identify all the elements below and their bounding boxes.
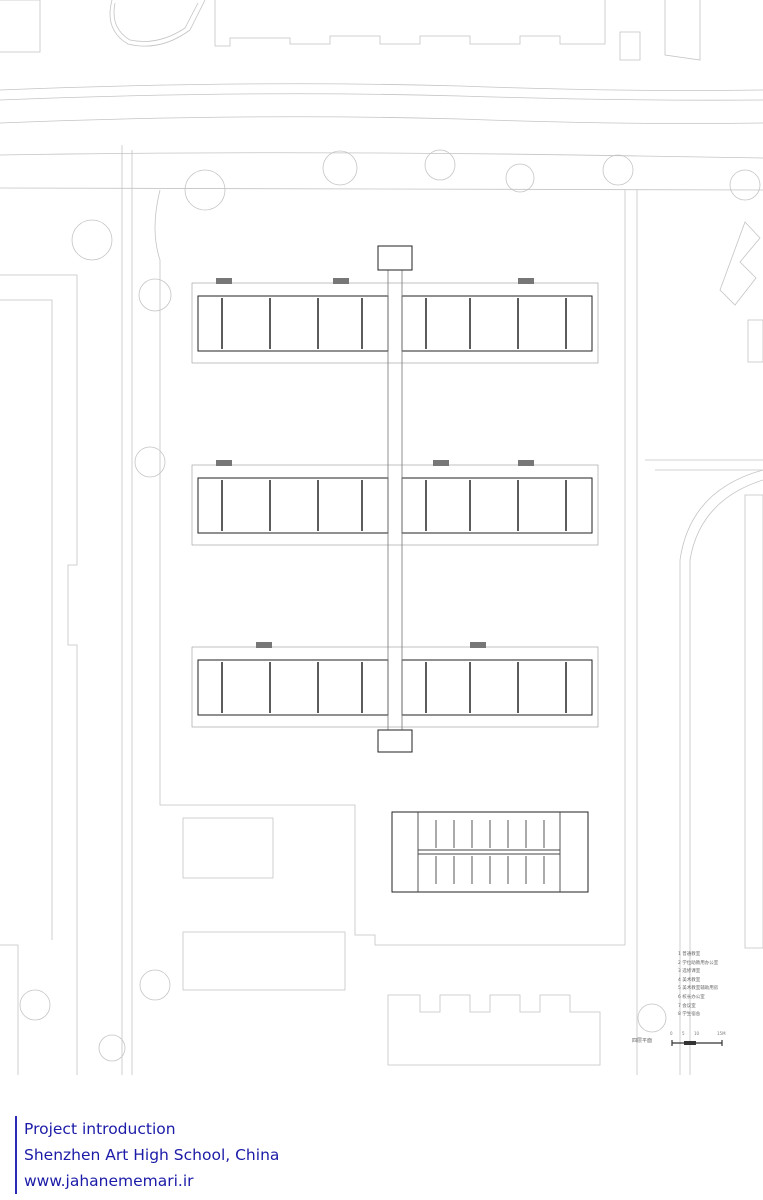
caption-project-name: Shenzhen Art High School, China — [24, 1146, 280, 1164]
floor-plan-drawing — [0, 0, 763, 1075]
tree — [71, 219, 113, 261]
tree — [637, 1003, 667, 1033]
legend-item: 4 美术教室 — [678, 977, 701, 983]
tree — [424, 149, 456, 181]
tree — [98, 1034, 126, 1062]
tree — [139, 969, 171, 1001]
neighbor-building-left — [0, 274, 78, 1075]
neighbor-building-top-left — [0, 0, 41, 53]
scale-label: 10 — [694, 1031, 700, 1036]
school-block-upper — [191, 278, 599, 364]
tree — [19, 989, 51, 1021]
scale-label: 5 — [682, 1031, 685, 1036]
central-corridor — [387, 269, 403, 731]
scale-label: 0 — [670, 1031, 673, 1036]
tree — [138, 278, 172, 312]
neighbor-building-bottom — [387, 994, 601, 1066]
legend-item: 8 学生宿舍 — [678, 1012, 701, 1018]
tree — [505, 163, 535, 193]
tree — [322, 150, 358, 186]
legend-item: 7 会议室 — [678, 1003, 696, 1009]
school-block-middle — [191, 460, 599, 546]
tree — [602, 154, 634, 186]
legend-item: 1 普通教室 — [678, 952, 701, 957]
caption-heading: Project introduction — [24, 1120, 176, 1138]
legend-item: 5 美术教室辅助用房 — [678, 986, 719, 992]
tree — [729, 169, 761, 201]
legend-item: 2 学位助教用办公室 — [678, 960, 719, 966]
stair-tower-north — [377, 245, 413, 271]
legend-item: 3 选修课室 — [678, 969, 701, 975]
legend-item: 6 校长办公室 — [678, 994, 705, 1000]
tree — [134, 446, 166, 478]
scale-bar — [671, 1040, 723, 1046]
planted-area — [109, 0, 206, 47]
school-block-lower — [191, 642, 599, 728]
neighbor-building-bottom-left — [182, 817, 274, 879]
stair-tower-south — [377, 729, 413, 753]
neighbor-building-top — [214, 0, 606, 47]
plan-title: 四层平面 — [632, 1038, 653, 1044]
plan-legend: 1 普通教室 2 学位助教用办公室 3 选修课室 4 美术教室 5 美术教室辅助… — [678, 951, 718, 1020]
dormitory-block — [391, 811, 589, 893]
caption-website: www.jahanememari.ir — [24, 1172, 194, 1190]
street-edge — [0, 83, 763, 91]
scale-label: 15M — [717, 1031, 726, 1036]
project-caption: Project introduction Shenzhen Art High S… — [15, 1116, 624, 1194]
tree — [184, 169, 226, 211]
